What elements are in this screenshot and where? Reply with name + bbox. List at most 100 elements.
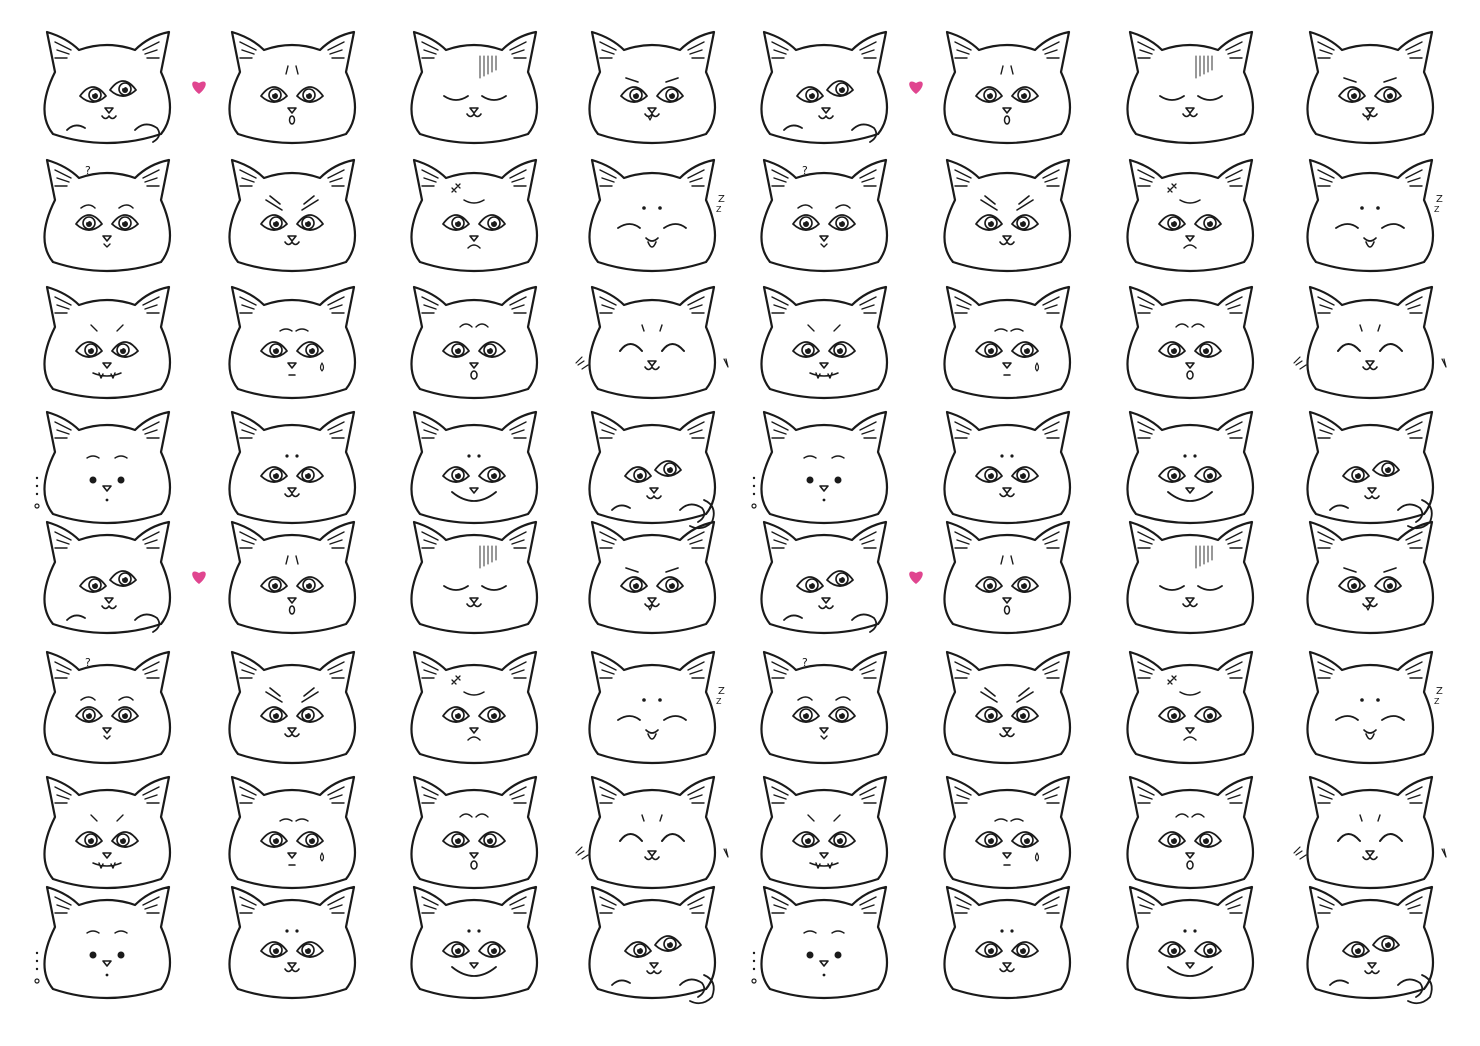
cat-sticker-nervous-sweat: [220, 773, 370, 893]
cat-face-icon: [1126, 285, 1254, 400]
cat-sticker-peek-love: [752, 518, 923, 638]
cat-sticker-happy-laugh: [1293, 283, 1448, 403]
anger-vein: [1167, 675, 1177, 685]
cat-sticker-confused: ?: [35, 648, 185, 768]
cat-face-icon: [1126, 30, 1254, 145]
heart-icon: [192, 81, 206, 94]
cat-face-icon: [43, 775, 171, 890]
cat-sticker-angry: [935, 156, 1085, 276]
cat-face-icon: [760, 285, 888, 400]
cat-sticker-neutral: [220, 408, 370, 528]
cat-sticker-annoyed: [402, 156, 552, 276]
zzz: Z: [716, 205, 722, 214]
cat-sticker-embarrassed-shade: [1118, 518, 1268, 638]
cat-face-icon: [1126, 158, 1254, 273]
cat-face-icon: ?: [760, 158, 888, 273]
anger-vein: [451, 183, 461, 193]
cat-face-icon: [410, 158, 538, 273]
cat-sticker-peek-side: [580, 408, 730, 530]
cat-face-icon: [228, 775, 356, 890]
cat-sticker-embarrassed-shade: [1118, 28, 1268, 148]
cat-sticker-happy-laugh: [575, 283, 730, 403]
cat-sticker-mischievous: [35, 283, 185, 403]
cat-face-icon: [1126, 520, 1254, 635]
cat-sticker-surprised: [935, 518, 1085, 638]
cat-face-icon: [410, 885, 538, 1000]
anger-vein: [451, 675, 461, 685]
cat-face-icon: [410, 410, 538, 525]
cat-sticker-smirk: [580, 28, 730, 148]
cat-sticker-peek-side: [1298, 408, 1448, 530]
zzz: Z: [1436, 194, 1443, 205]
cat-sticker-silent-dots: [34, 408, 185, 528]
cat-face-icon: [1306, 520, 1434, 635]
cat-face-icon: ?: [760, 650, 888, 765]
cat-sticker-surprised: [935, 28, 1085, 148]
cat-sticker-nervous-sweat: [935, 773, 1085, 893]
cat-face-icon: [588, 30, 716, 145]
cat-face-icon: [760, 30, 923, 145]
cat-face-icon: [943, 650, 1071, 765]
cat-face-icon: [943, 410, 1071, 525]
cat-face-icon: [760, 775, 888, 890]
cat-sticker-surprised: [220, 28, 370, 148]
cat-sticker-annoyed: [1118, 648, 1268, 768]
question-mark: ?: [802, 656, 808, 669]
cat-face-icon: [943, 885, 1071, 1000]
cat-sticker-smirk: [580, 518, 730, 638]
cat-face-icon: [1126, 650, 1254, 765]
cat-face-icon: [410, 650, 538, 765]
cat-face-icon: [1293, 775, 1447, 890]
cat-sticker-angry: [220, 156, 370, 276]
cat-sticker-silent-dots: [751, 883, 902, 1003]
cat-face-icon: [43, 520, 206, 635]
cat-face-icon: ZZ: [1306, 158, 1443, 273]
cat-face-icon: [588, 520, 716, 635]
cat-sticker-peek-side: [1298, 883, 1448, 1005]
cat-face-icon: ZZ: [1306, 650, 1443, 765]
zzz: Z: [1434, 697, 1440, 706]
cat-face-icon: [1126, 775, 1254, 890]
cat-sticker-angry: [220, 648, 370, 768]
question-mark: ?: [85, 656, 91, 669]
cat-sticker-mischievous: [752, 773, 902, 893]
heart-icon: [909, 81, 923, 94]
sweat-drop: [319, 362, 325, 372]
cat-sticker-silent-dots: [34, 883, 185, 1003]
cat-face-icon: ZZ: [588, 650, 725, 765]
cat-face-icon: [228, 520, 356, 635]
zzz: Z: [716, 697, 722, 706]
cat-sticker-smile: [1118, 408, 1268, 528]
zzz: Z: [1434, 205, 1440, 214]
cat-sticker-mischievous: [752, 283, 902, 403]
cat-sticker-smile: [402, 883, 552, 1003]
cat-face-icon: [943, 520, 1071, 635]
cat-sticker-annoyed: [1118, 156, 1268, 276]
sweat-drop: [1034, 362, 1040, 372]
cat-face-icon: [43, 30, 206, 145]
cat-face-icon: [588, 885, 716, 1005]
cat-face-icon: [43, 285, 171, 400]
heart-icon: [909, 571, 923, 584]
cat-sticker-neutral: [935, 408, 1085, 528]
cat-sticker-peek-love: [35, 28, 206, 148]
cat-face-icon: [943, 158, 1071, 273]
cat-face-icon: [228, 885, 356, 1000]
cat-sticker-confused: ?: [752, 648, 902, 768]
cat-face-icon: [1293, 285, 1447, 400]
cat-face-icon: ?: [43, 650, 171, 765]
cat-sticker-confused: ?: [35, 156, 185, 276]
cat-sticker-peek-love: [752, 28, 923, 148]
cat-face-icon: [1306, 410, 1434, 530]
anger-vein: [1167, 183, 1177, 193]
cat-sticker-angry: [935, 648, 1085, 768]
cat-face-icon: [575, 775, 729, 890]
cat-face-icon: [1306, 885, 1434, 1005]
cat-face-icon: [751, 410, 888, 525]
cat-face-icon: [228, 285, 356, 400]
cat-sticker-peek-love: [35, 518, 206, 638]
cat-sticker-smile: [402, 408, 552, 528]
